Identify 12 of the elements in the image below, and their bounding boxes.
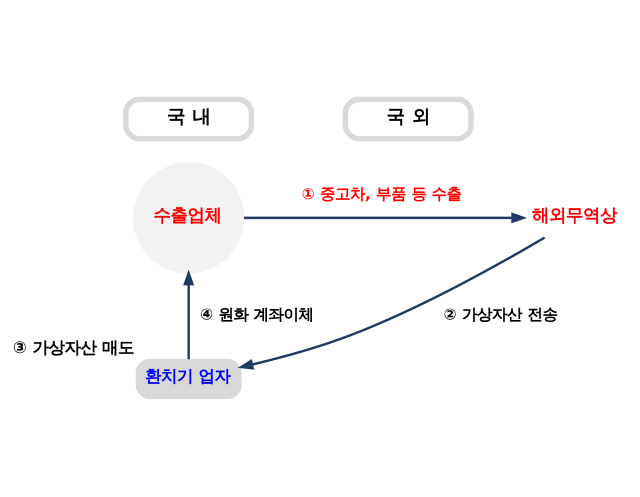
node-box: 환치기 업자: [136, 358, 242, 399]
node-box: 국 외: [342, 96, 474, 141]
node-box: 국 내: [123, 96, 254, 141]
arrow: [183, 269, 194, 359]
node-text: 해외무역상: [532, 205, 618, 226]
edge-label: ① 중고차, 부품 등 수출: [302, 184, 462, 202]
node-label: ③ 가상자산 매도: [12, 337, 134, 356]
arrow: [244, 212, 528, 223]
edge-label: ④ 원화 계좌이체: [200, 305, 314, 324]
node-circle: 수출업체: [132, 162, 244, 274]
arrow: [238, 236, 546, 370]
edge-label: ② 가상자산 전송: [444, 305, 558, 324]
